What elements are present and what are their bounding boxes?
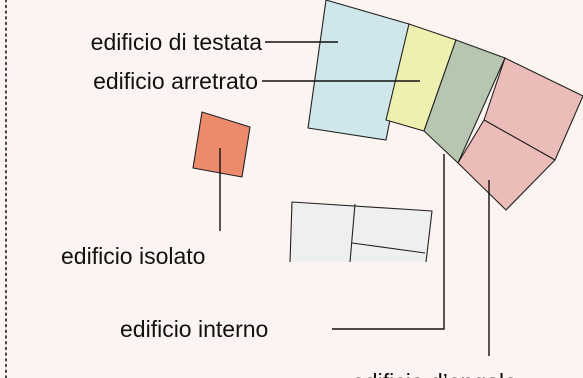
building-testata xyxy=(307,0,410,141)
label-edificio-arretrato: edificio arretrato xyxy=(93,68,258,94)
building-angolo-bottom xyxy=(457,119,556,211)
building-gray-block xyxy=(290,202,432,262)
leader-interno xyxy=(332,154,445,330)
label-edificio-d-angolo: edificio d’angolo xyxy=(352,369,517,378)
building-isolato xyxy=(192,111,251,178)
label-edificio-interno: edificio interno xyxy=(120,316,268,342)
gray-block-divider-vertical xyxy=(349,203,356,263)
gray-block-divider-horizontal xyxy=(351,242,426,254)
label-edificio-isolato: edificio isolato xyxy=(61,243,205,269)
label-edificio-di-testata: edificio di testata xyxy=(91,29,263,55)
gray-block-outline xyxy=(289,201,433,263)
